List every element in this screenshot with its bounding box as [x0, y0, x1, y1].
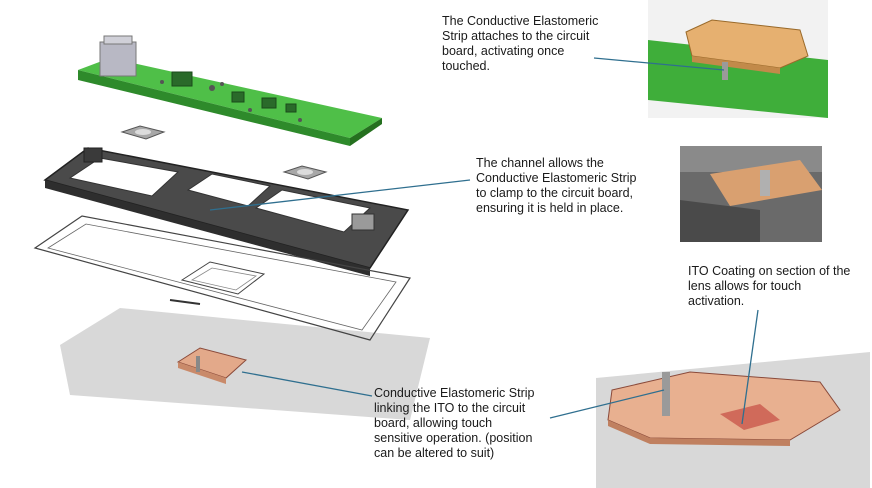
leader-strip-link — [241, 371, 373, 397]
housing-frame — [43, 147, 410, 276]
leader-strip-link-right — [549, 389, 665, 419]
detail-strip-on-board — [648, 0, 828, 118]
callout-strip-attach: The Conductive Elastomeric Strip attache… — [442, 14, 599, 73]
callout-strip-link: Conductive Elastomeric Strip linking the… — [374, 386, 535, 460]
circuit-board — [78, 35, 382, 146]
ground-shadow — [60, 308, 430, 420]
leader-strip-attach — [593, 57, 725, 71]
transparent-lens — [33, 215, 411, 341]
detail-lens-strip — [596, 352, 870, 488]
leader-ito — [741, 309, 759, 425]
leader-lines — [209, 57, 759, 425]
callout-channel: The channel allows the Conductive Elasto… — [476, 156, 637, 215]
leader-channel — [209, 179, 471, 211]
strip-holder-right — [282, 165, 328, 180]
strip-holder-left — [120, 125, 166, 140]
detail-channel — [680, 146, 822, 242]
connector-component — [99, 41, 137, 77]
callout-ito-coating: ITO Coating on section of the lens allow… — [688, 264, 851, 308]
elastomeric-strip-lens — [176, 347, 248, 384]
chip-component — [171, 71, 193, 87]
